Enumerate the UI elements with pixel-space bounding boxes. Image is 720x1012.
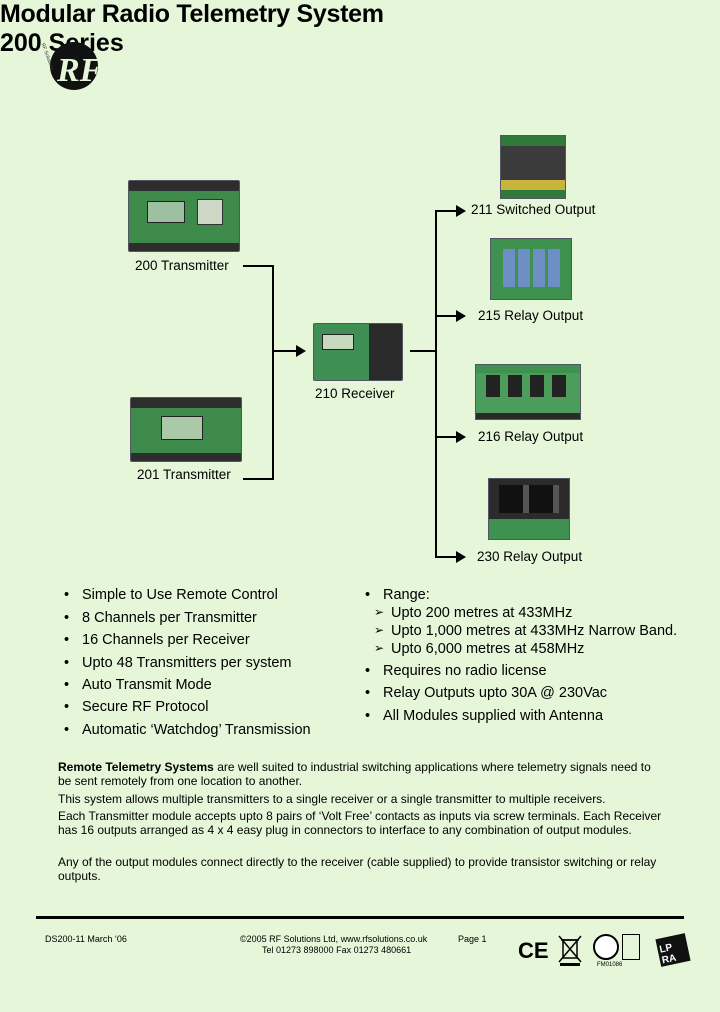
- arrow-head: [456, 431, 466, 443]
- feature-item: •Simple to Use Remote Control: [64, 587, 278, 603]
- range-item: ➢Upto 6,000 metres at 458MHz: [374, 641, 585, 657]
- label-200-transmitter: 200 Transmitter: [135, 258, 229, 273]
- logo-letters: RF: [56, 52, 100, 89]
- footer-divider: [36, 916, 684, 919]
- contact-phone: Tel 01273 898000 Fax 01273 480661: [262, 945, 412, 955]
- transmitter-201-image: [130, 397, 242, 462]
- feature-item: •Automatic ‘Watchdog’ Transmission: [64, 722, 311, 738]
- label-215-relay-output: 215 Relay Output: [478, 308, 584, 323]
- weee-bin-icon: [556, 932, 584, 968]
- connector-line: [436, 210, 458, 212]
- feature-item: •8 Channels per Transmitter: [64, 610, 257, 626]
- arrow-head: [456, 205, 466, 217]
- paragraph: Any of the output modules connect direct…: [58, 855, 657, 883]
- connector-line: [410, 350, 436, 352]
- page-title: Modular Radio Telemetry System: [0, 0, 384, 28]
- ukas-icon: [622, 934, 640, 960]
- arrow-head: [456, 551, 466, 563]
- feature-item: •Secure RF Protocol: [64, 699, 209, 715]
- arrow-head: [456, 310, 466, 322]
- range-item: ➢Upto 1,000 metres at 433MHz Narrow Band…: [374, 623, 678, 639]
- connector-line: [272, 265, 274, 480]
- connector-line: [243, 265, 273, 267]
- series-title: 200 Series: [0, 29, 124, 57]
- connector-line: [436, 315, 458, 317]
- doc-reference: DS200-11 March ‘06: [45, 934, 127, 944]
- output-230-image: [488, 478, 570, 540]
- label-211-switched-output: 211 Switched Output: [471, 202, 596, 217]
- label-216-relay-output: 216 Relay Output: [478, 429, 584, 444]
- transmitter-200-image: [128, 180, 240, 252]
- label-230-relay-output: 230 Relay Output: [477, 549, 583, 564]
- iso-quality-icon: [593, 934, 619, 960]
- ce-mark: CE: [518, 938, 549, 963]
- connector-line: [435, 210, 437, 558]
- lp-ra-badge: LP RA: [655, 933, 691, 967]
- range-item: ➢Upto 200 metres at 433MHz: [374, 605, 573, 621]
- paragraph: Each Transmitter module accepts upto 8 p…: [58, 809, 662, 837]
- fm-number: FM01086: [597, 962, 623, 968]
- connector-line: [436, 436, 458, 438]
- paragraph: This system allows multiple transmitters…: [58, 792, 606, 806]
- label-201-transmitter: 201 Transmitter: [137, 467, 231, 482]
- feature-item: •Relay Outputs upto 30A @ 230Vac: [365, 685, 608, 701]
- connector-line: [436, 556, 458, 558]
- output-211-image: [500, 135, 566, 199]
- feature-item: •Upto 48 Transmitters per system: [64, 655, 292, 671]
- output-215-image: [490, 238, 572, 300]
- feature-item: •16 Channels per Receiver: [64, 632, 250, 648]
- output-216-image: [475, 364, 581, 420]
- copyright: ©2005 RF Solutions Ltd, www.rfsolutions.…: [240, 934, 428, 944]
- intro-bold: Remote Telemetry Systems: [58, 760, 214, 774]
- arrow-head: [296, 345, 306, 357]
- feature-item: •Auto Transmit Mode: [64, 677, 212, 693]
- label-210-receiver: 210 Receiver: [315, 386, 395, 401]
- receiver-210-image: [313, 323, 403, 381]
- connector-line: [272, 350, 300, 352]
- feature-item: •Requires no radio license: [365, 663, 547, 679]
- paragraph-intro: Remote Telemetry Systems are well suited…: [58, 760, 651, 788]
- range-heading: •Range:: [365, 587, 430, 603]
- feature-item: •All Modules supplied with Antenna: [365, 708, 604, 724]
- page-number: Page 1: [458, 934, 487, 944]
- rf-logo: RF RF Solutions: [40, 40, 103, 96]
- connector-line: [243, 478, 273, 480]
